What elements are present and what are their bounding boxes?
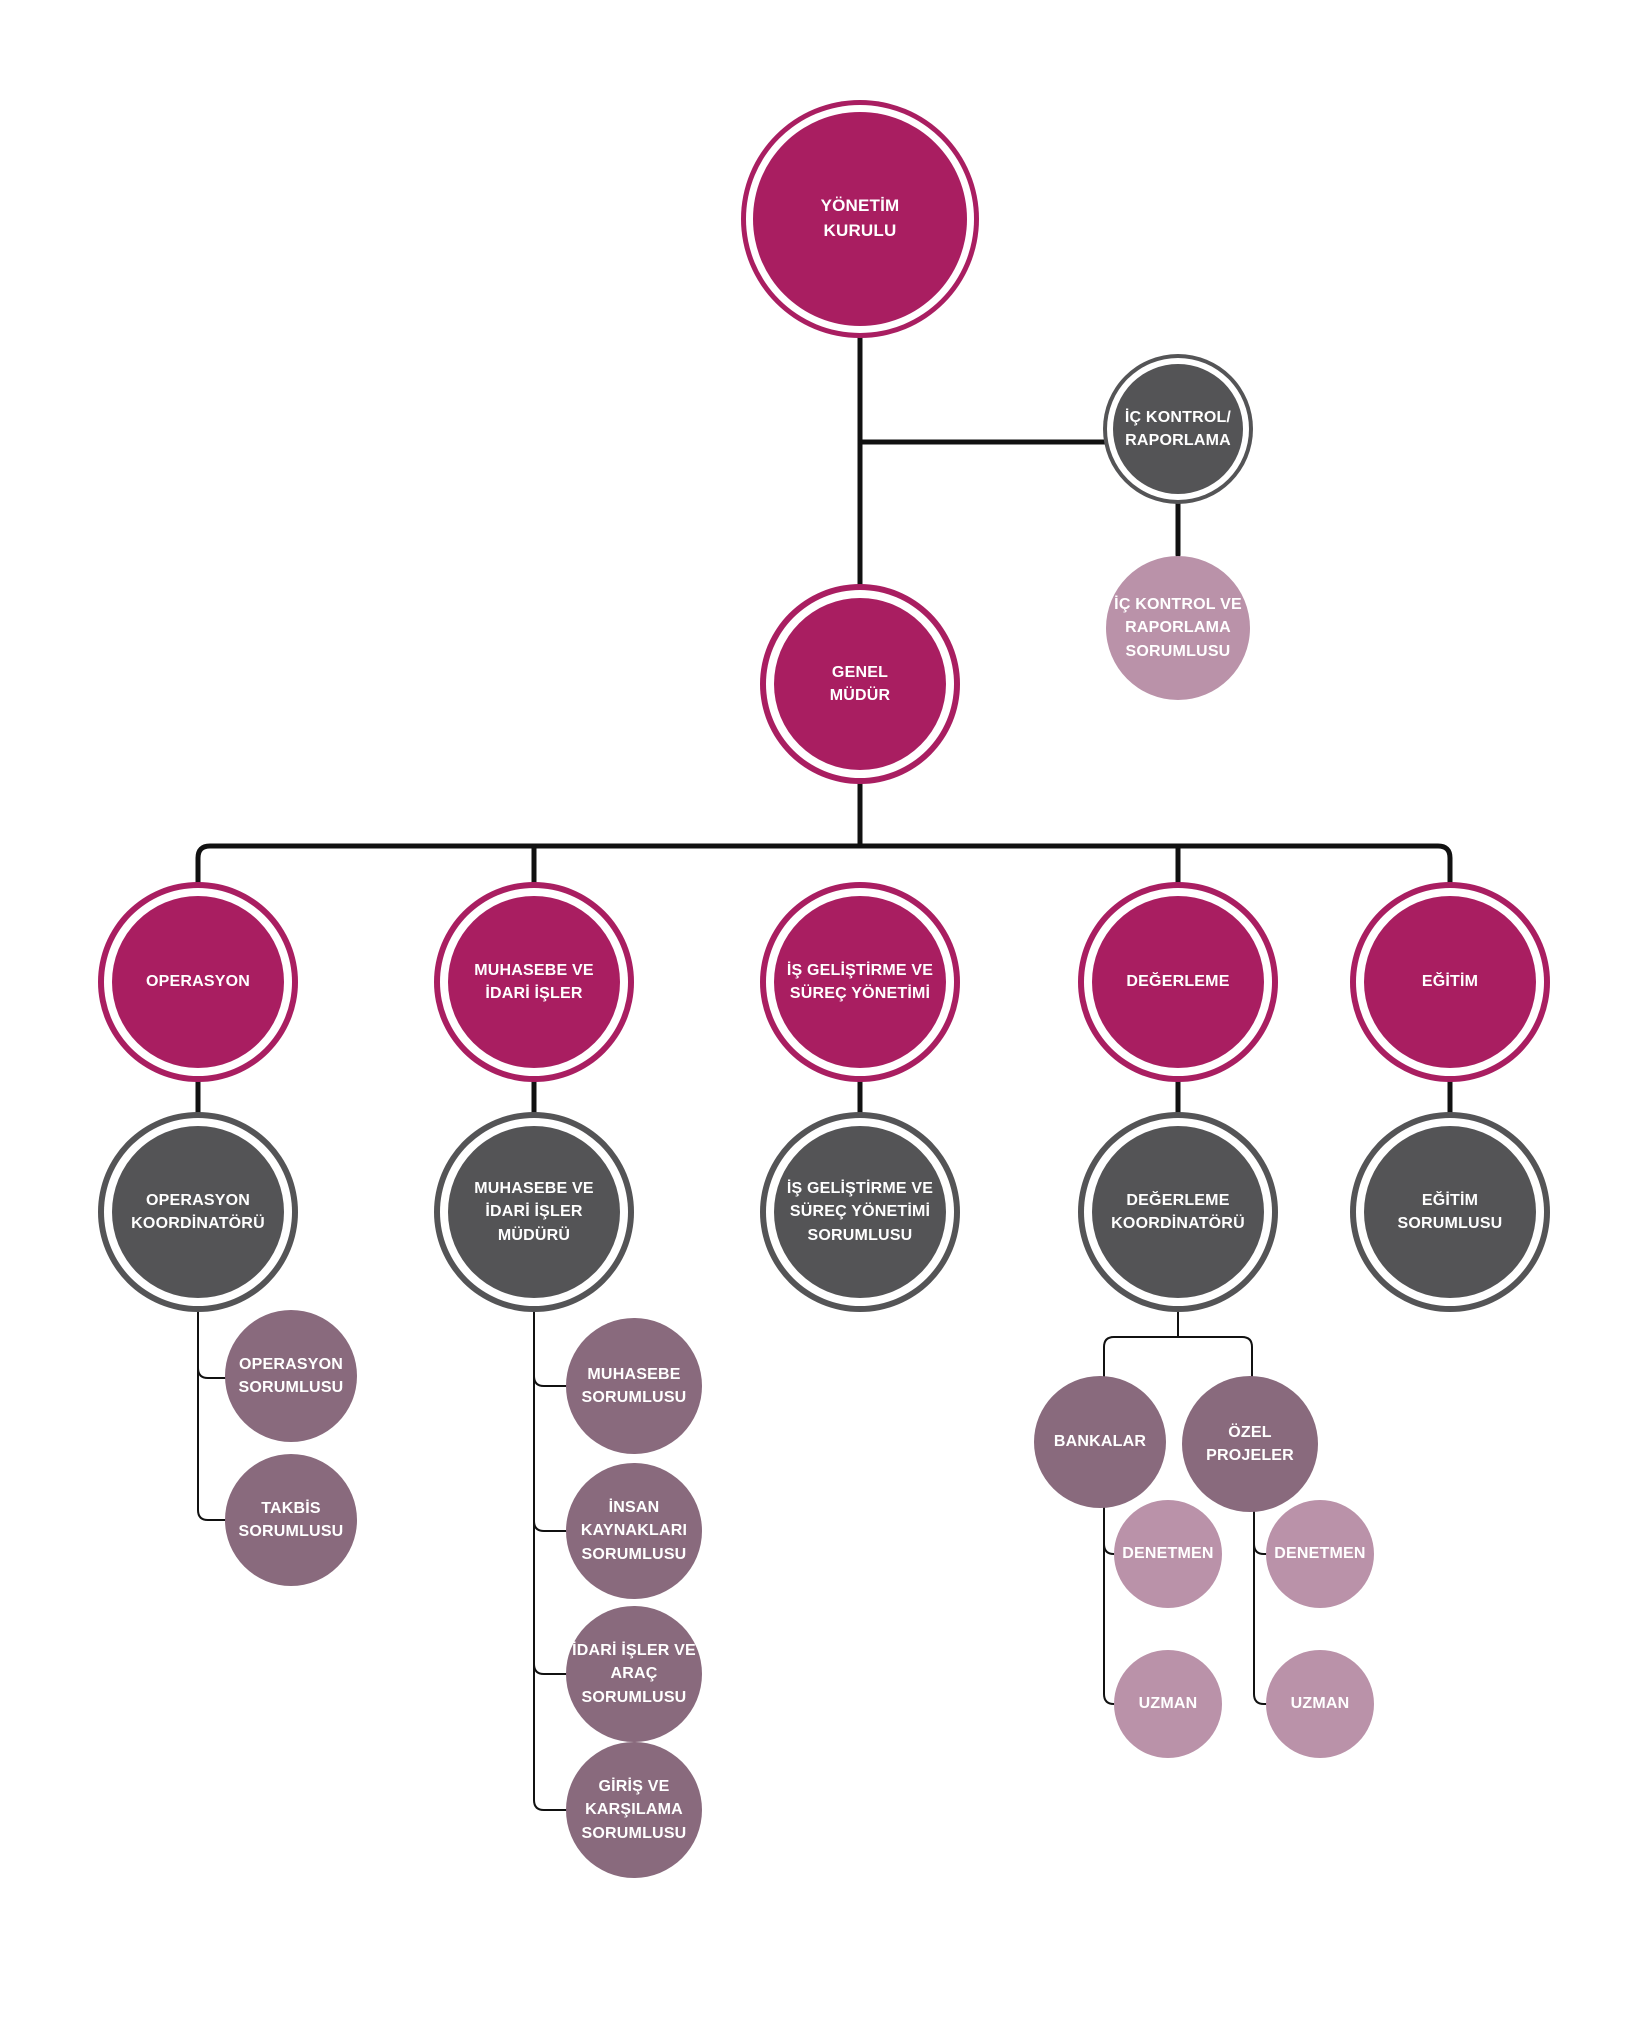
node-muhasebe: MUHASEBE VE İDARİ İŞLER — [448, 896, 620, 1068]
node-genel-mudur: GENEL MÜDÜR — [774, 598, 946, 770]
node-insan-kaynaklari-sorumlusu: İNSAN KAYNAKLARI SORUMLUSU — [566, 1463, 702, 1599]
node-operasyon-sorumlusu: OPERASYON SORUMLUSU — [225, 1310, 357, 1442]
node-ic-kontrol: İÇ KONTROL/ RAPORLAMA — [1113, 364, 1243, 494]
node-muhasebe-muduru: MUHASEBE VE İDARİ İŞLER MÜDÜRÜ — [448, 1126, 620, 1298]
node-egitim: EĞİTİM — [1364, 896, 1536, 1068]
node-is-gelistirme: İŞ GELİŞTİRME VE SÜREÇ YÖNETİMİ — [774, 896, 946, 1068]
node-egitim-sorumlusu: EĞİTİM SORUMLUSU — [1364, 1126, 1536, 1298]
node-operasyon-koordinatoru: OPERASYON KOORDİNATÖRÜ — [112, 1126, 284, 1298]
node-uzman-bankalar: UZMAN — [1114, 1650, 1222, 1758]
line-muh-children — [533, 1301, 567, 1811]
node-idari-isler-sorumlusu: İDARİ İŞLER VE ARAÇ SORUMLUSU — [566, 1606, 702, 1742]
node-is-gelistirme-sorumlusu: İŞ GELİŞTİRME VE SÜREÇ YÖNETİMİ SORUMLUS… — [774, 1126, 946, 1298]
node-operasyon: OPERASYON — [112, 896, 284, 1068]
node-degerleme-koordinatoru: DEĞERLEME KOORDİNATÖRÜ — [1092, 1126, 1264, 1298]
node-degerleme: DEĞERLEME — [1092, 896, 1264, 1068]
node-uzman-ozel: UZMAN — [1266, 1650, 1374, 1758]
line-bankalar-children — [1103, 1493, 1121, 1705]
node-ozel-projeler: ÖZEL PROJELER — [1182, 1376, 1318, 1512]
line-bus — [195, 843, 1453, 891]
node-denetmen-bankalar: DENETMEN — [1114, 1500, 1222, 1608]
node-denetmen-ozel: DENETMEN — [1266, 1500, 1374, 1608]
node-ic-kontrol-sorumlusu: İÇ KONTROL VE RAPORLAMA SORUMLUSU — [1106, 556, 1250, 700]
node-takbis-sorumlusu: TAKBİS SORUMLUSU — [225, 1454, 357, 1586]
node-bankalar: BANKALAR — [1034, 1376, 1166, 1508]
line-op-children — [197, 1301, 226, 1521]
line-ozel-children — [1253, 1493, 1271, 1705]
line-deg-split — [1103, 1304, 1253, 1391]
node-giris-karsilama-sorumlusu: GİRİŞ VE KARŞILAMA SORUMLUSU — [566, 1742, 702, 1878]
node-yonetim-kurulu: YÖNETİM KURULU — [753, 112, 967, 326]
node-muhasebe-sorumlusu: MUHASEBE SORUMLUSU — [566, 1318, 702, 1454]
